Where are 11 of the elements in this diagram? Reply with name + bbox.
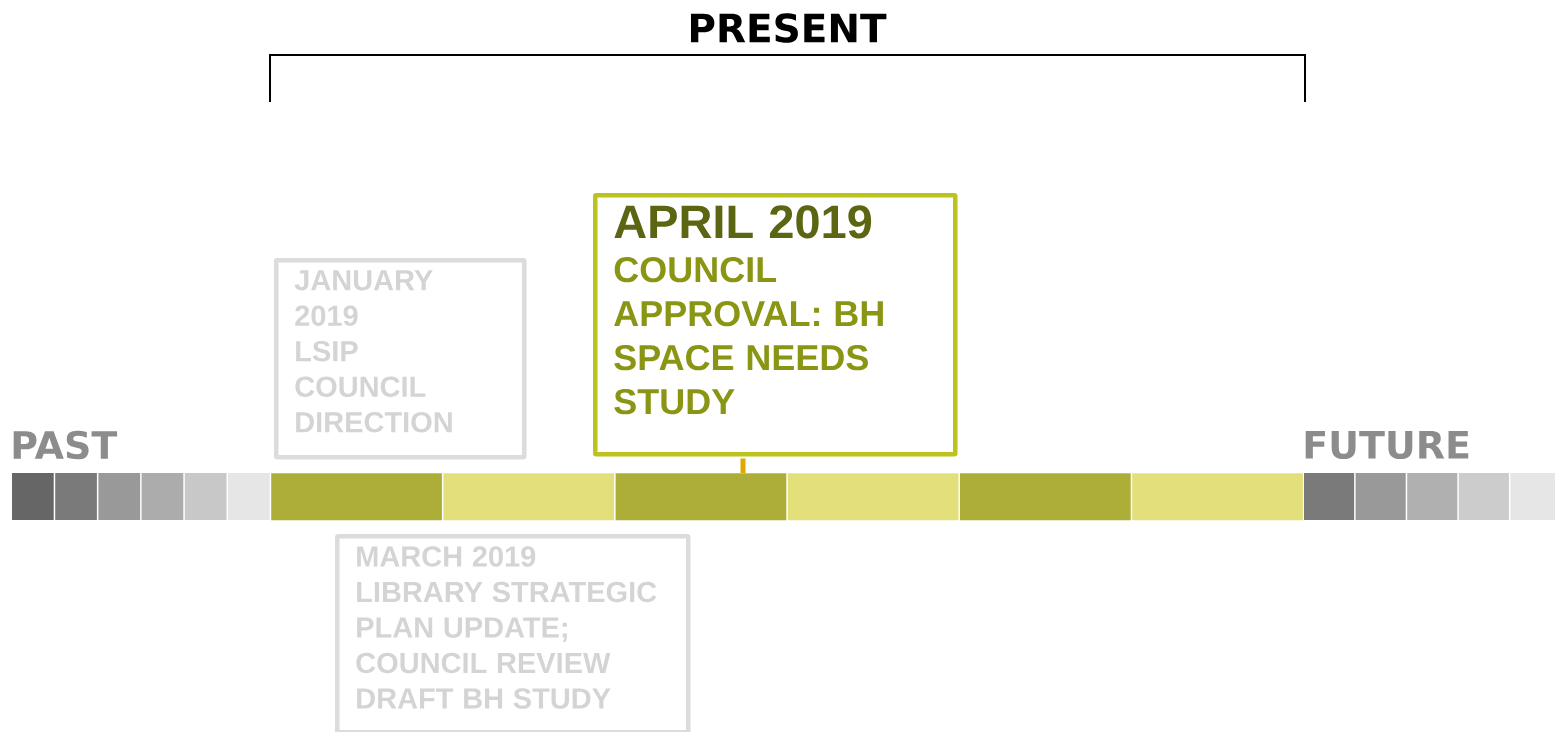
timeline-segment — [443, 473, 615, 521]
period-heading: PRESENT — [690, 13, 887, 43]
leader-line — [740, 458, 746, 473]
timeline-segment — [615, 473, 787, 521]
period-label: PAST — [13, 430, 118, 460]
timeline-segment — [787, 473, 959, 521]
event-box: APRIL 2019 COUNCIL APPROVAL: BH SPACE NEEDS STUDY — [593, 193, 958, 457]
timeline-segment — [1132, 473, 1303, 521]
timeline-segment — [960, 473, 1131, 521]
period-label: FUTURE — [1305, 430, 1469, 460]
timeline-segment — [271, 473, 442, 521]
